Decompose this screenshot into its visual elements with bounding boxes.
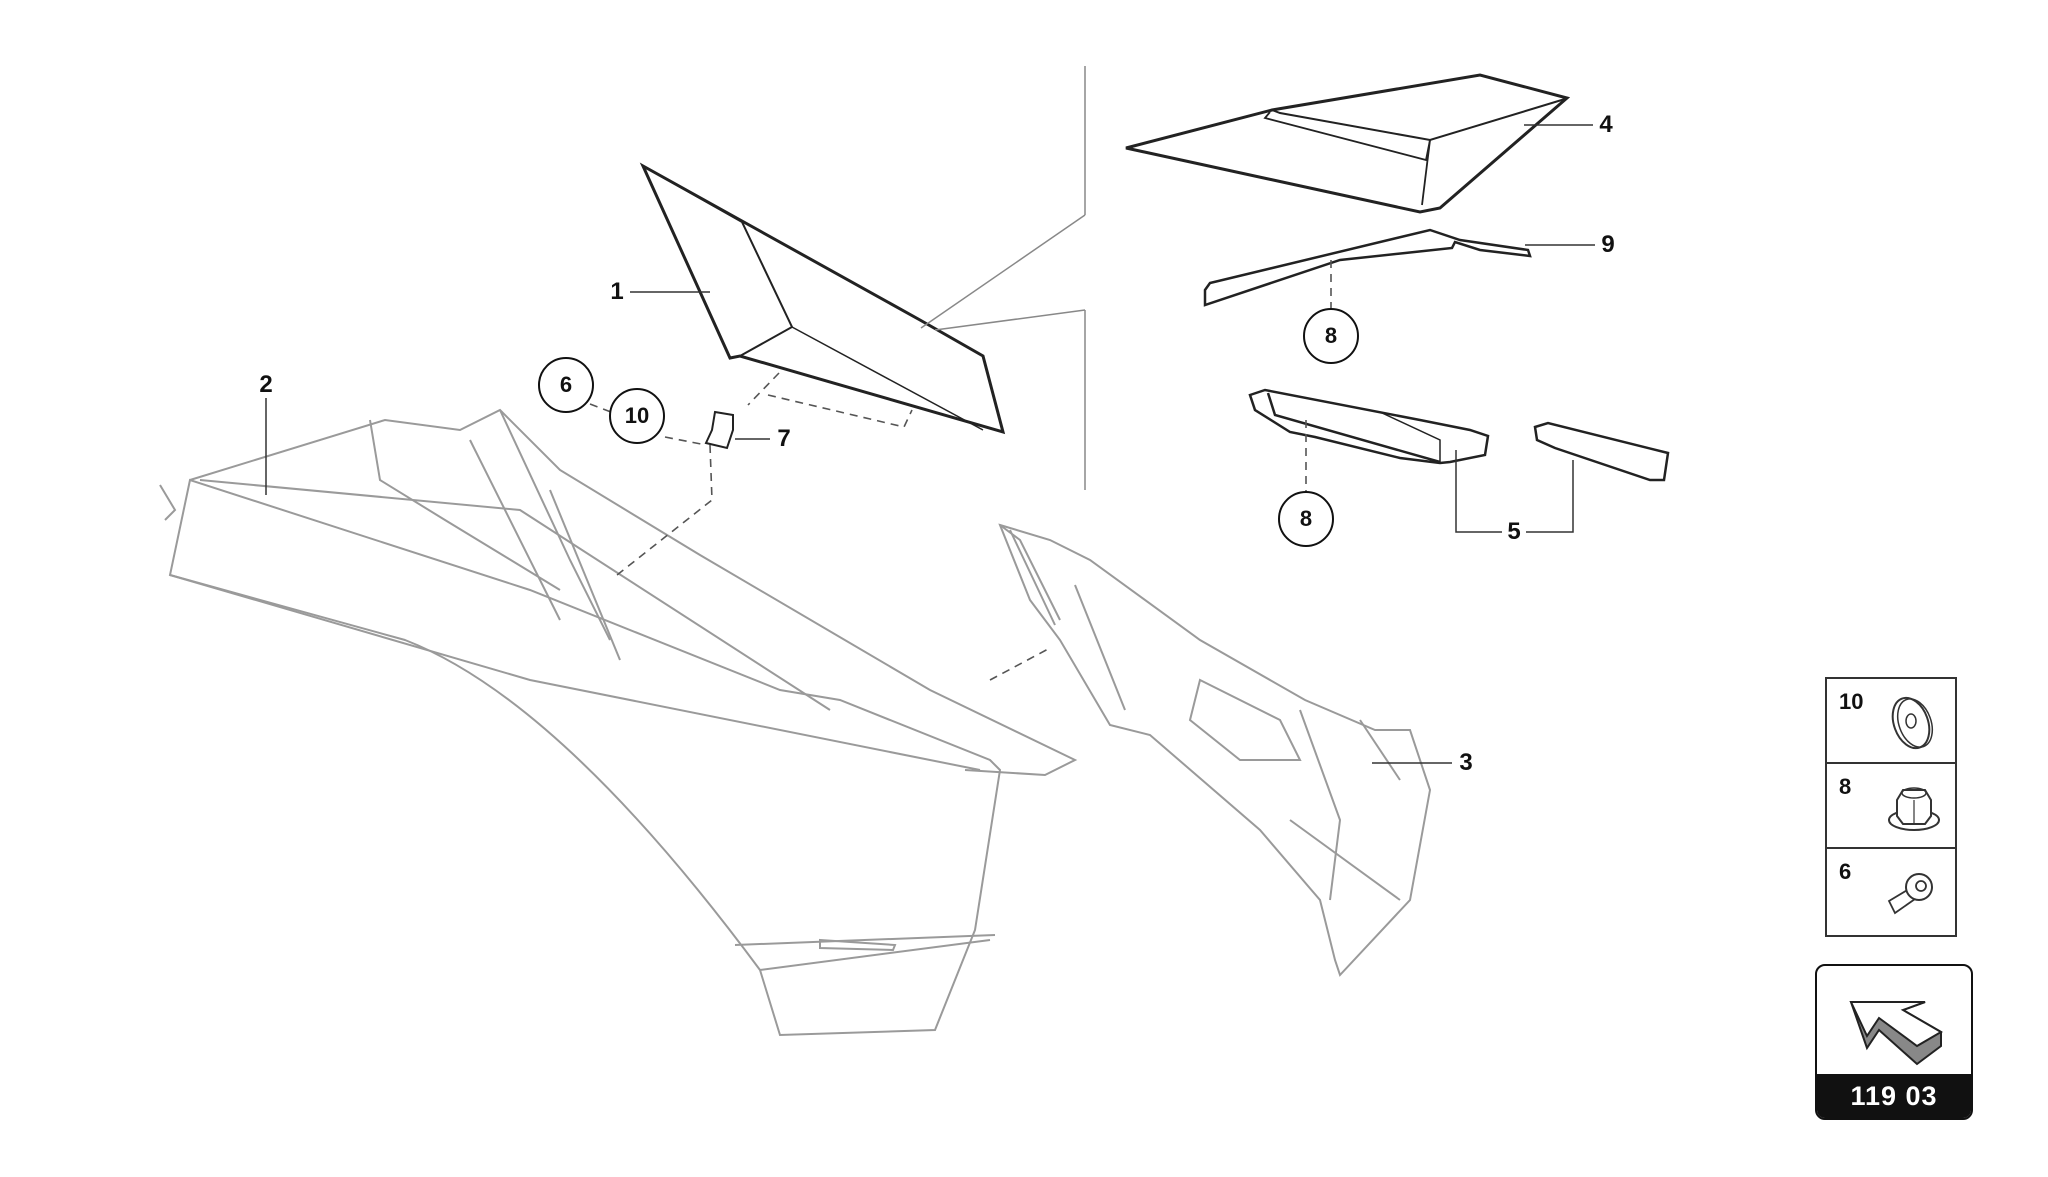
circled-callout-6: 6 — [538, 357, 594, 413]
arrow-icon — [1849, 1001, 1943, 1066]
legend-row-screw: 6 — [1827, 849, 1955, 934]
callout-9: 9 — [1601, 231, 1615, 258]
fender-part-2 — [159, 408, 1078, 1037]
washer-icon — [1891, 696, 1934, 750]
engine-scoop-part-4 — [1125, 73, 1571, 214]
callout-4: 4 — [1599, 111, 1613, 138]
legend-row-washer: 10 — [1827, 679, 1955, 764]
circled-callout-8-lower: 8 — [1278, 491, 1334, 547]
side-intake-part-1 — [639, 162, 1006, 435]
legend-row-nut: 8 — [1827, 764, 1955, 849]
air-duct-part-5 — [1248, 388, 1670, 482]
flange-nut-icon — [1888, 787, 1940, 831]
callout-5: 5 — [1507, 518, 1521, 545]
page-code: 119 03 — [1817, 1074, 1971, 1118]
legend-number: 10 — [1839, 689, 1864, 714]
legend-number: 8 — [1839, 774, 1852, 799]
callout-2: 2 — [259, 371, 273, 398]
trim-strip-part-9 — [1203, 228, 1532, 307]
callout-1: 1 — [610, 278, 624, 305]
legend-number: 6 — [1839, 859, 1852, 884]
screw-icon — [1887, 873, 1933, 915]
leader-lines — [265, 124, 1595, 764]
wheel-arch-part-3 — [998, 523, 1432, 977]
assembly-dashed-lines — [589, 260, 1332, 681]
divider-lines — [920, 66, 1086, 490]
clip-part-7 — [704, 410, 734, 450]
page-navigation-button[interactable]: 119 03 — [1815, 964, 1973, 1120]
circled-callout-10: 10 — [609, 388, 665, 444]
fastener-legend: 10 8 6 — [1825, 677, 1957, 937]
circled-callout-8-upper: 8 — [1303, 308, 1359, 364]
callout-3: 3 — [1459, 749, 1473, 776]
callout-7: 7 — [777, 425, 791, 452]
